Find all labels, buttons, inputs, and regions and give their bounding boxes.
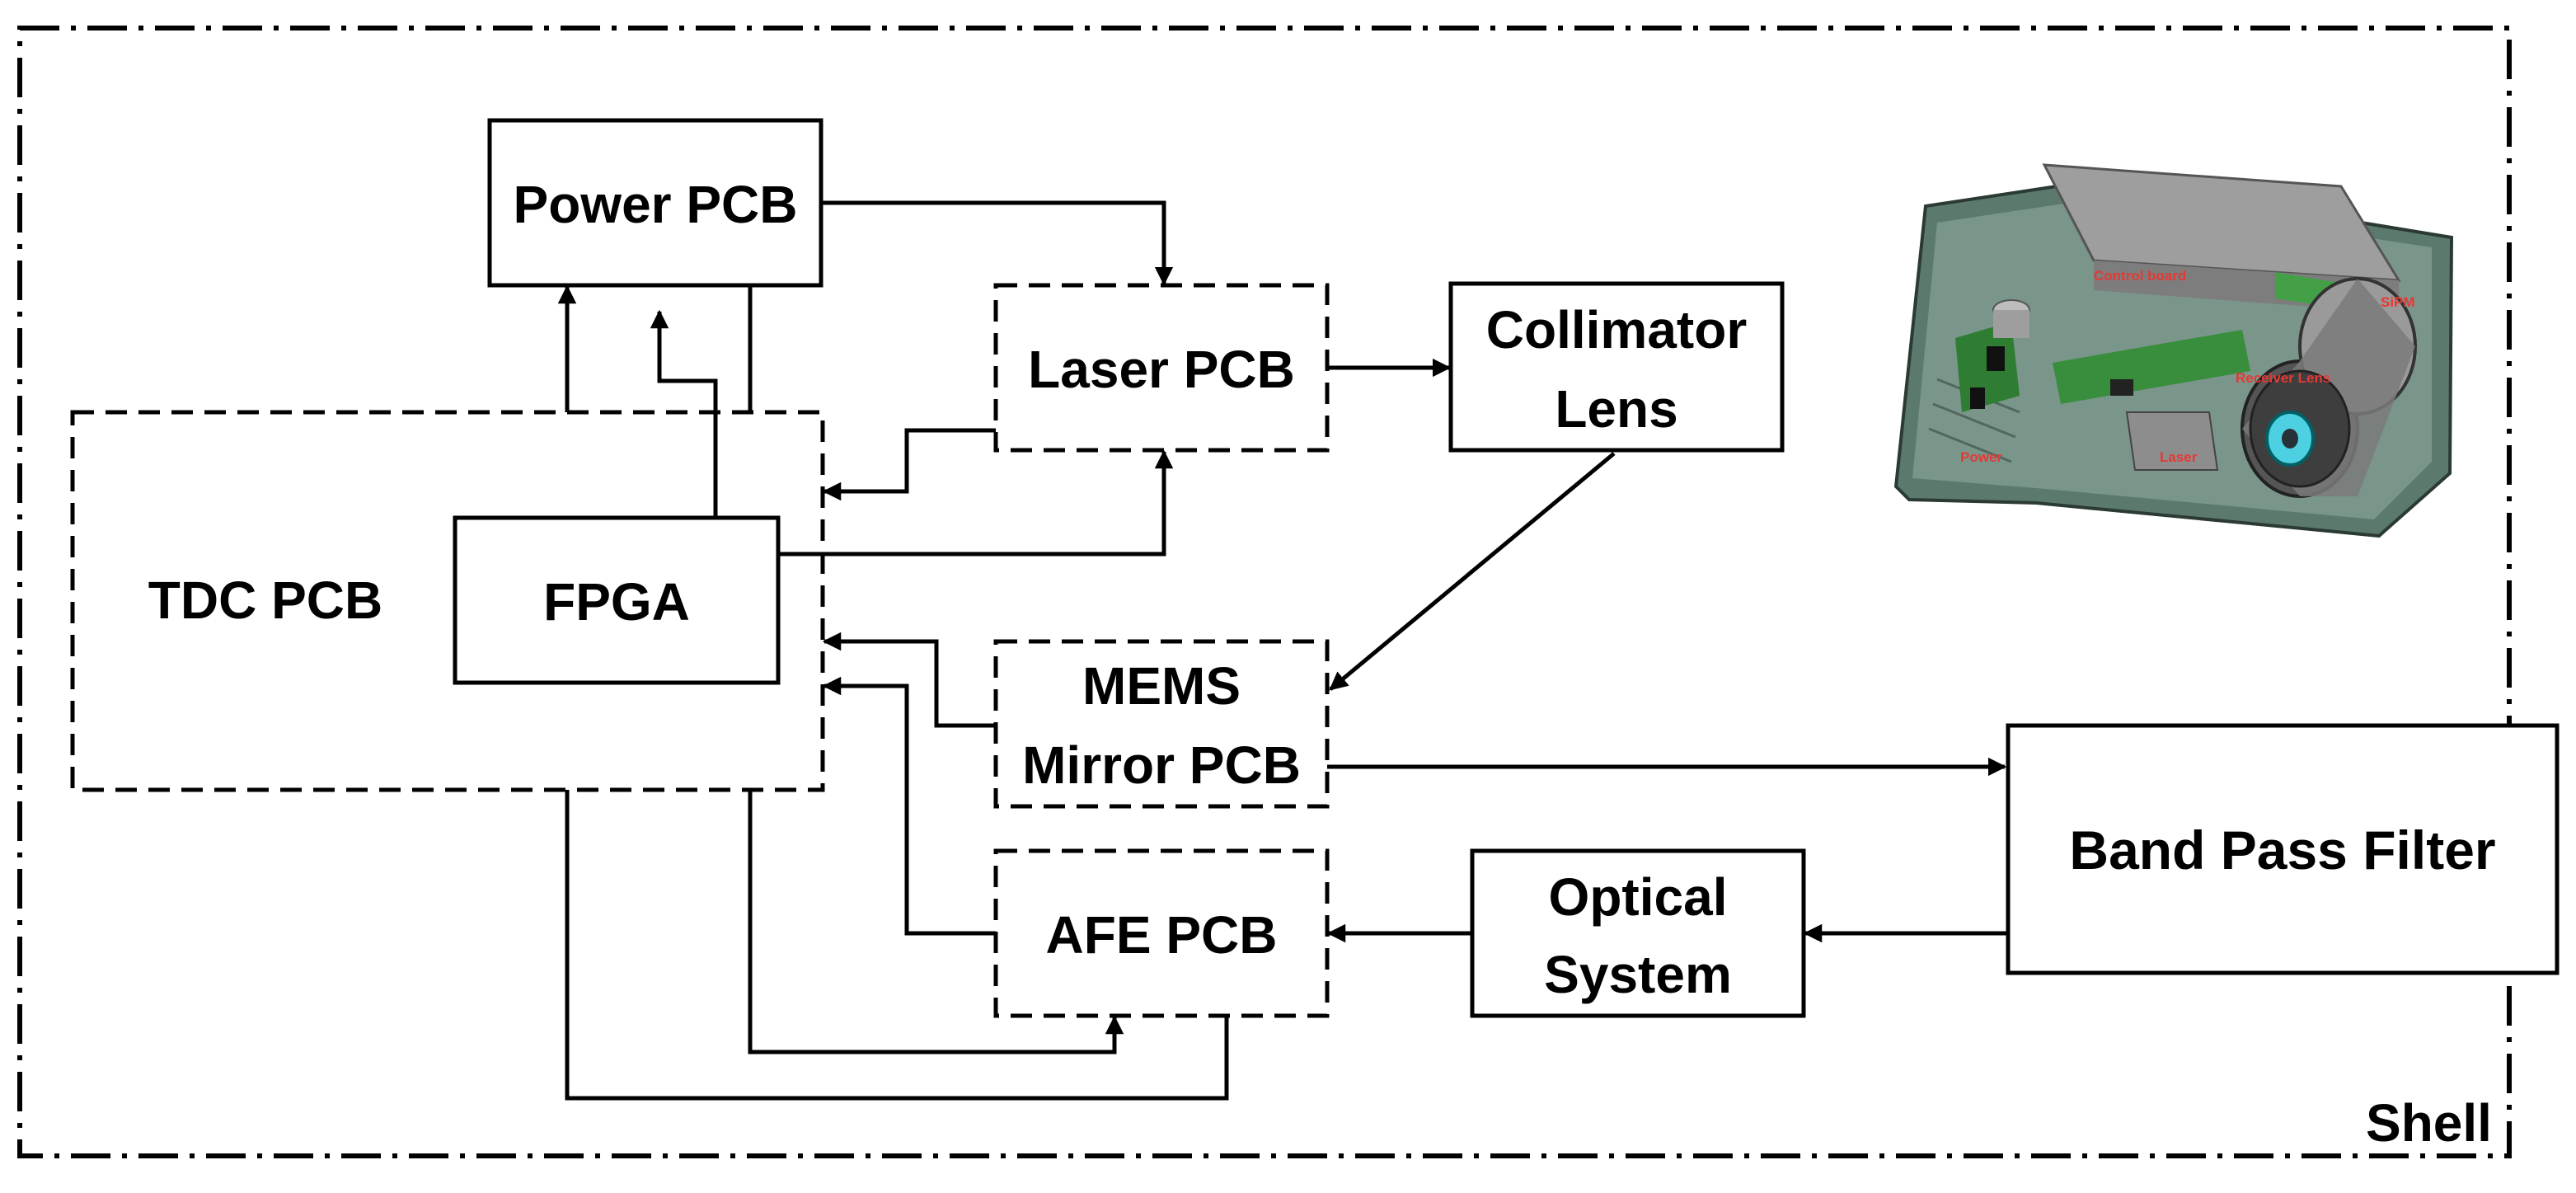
- shell-label: Shell: [2366, 1093, 2492, 1153]
- wire-afe-to-tdc: [822, 676, 996, 936]
- afe-pcb-block: AFE PCB: [993, 848, 1330, 1018]
- render-label-spm: SiPM: [2381, 294, 2415, 310]
- render-label-control-board: Control board: [2094, 268, 2186, 284]
- wire-tdc-to-afe: [748, 790, 1124, 1054]
- wire-collimator-to-mems: [1329, 452, 1616, 691]
- mems-mirror-pcb-block: MEMS Mirror PCB: [993, 639, 1330, 809]
- device-3d-render: Control board SiPM Receiver Lens Power L…: [1893, 163, 2454, 538]
- power-pcb-label: Power PCB: [514, 175, 798, 234]
- mems-label-line2: Mirror PCB: [1022, 735, 1301, 795]
- band-pass-filter-label: Band Pass Filter: [2069, 820, 2495, 881]
- wire-fpga-to-laser: [778, 449, 1174, 557]
- laser-pcb-label: Laser PCB: [1028, 340, 1295, 399]
- wire-mems-to-tdc: [822, 632, 996, 728]
- afe-pcb-label: AFE PCB: [1046, 905, 1278, 965]
- wire-power-to-laser: [821, 200, 1174, 286]
- wire-fpga-to-power: [650, 309, 718, 518]
- render-label-laser: Laser: [2160, 449, 2198, 465]
- optical-label-line2: System: [1544, 945, 1732, 1004]
- optical-system-block: Optical System: [1470, 848, 1806, 1018]
- collimator-label-line2: Lens: [1555, 379, 1677, 439]
- connections: [557, 200, 2008, 1101]
- wire-laser-to-tdc: [822, 428, 996, 501]
- fpga-label: FPGA: [543, 572, 690, 632]
- power-pcb-block: Power PCB: [487, 118, 823, 288]
- collimator-lens-block: Collimator Lens: [1448, 281, 1785, 453]
- tdc-pcb-label: TDC PCB: [148, 571, 382, 630]
- wire-afe-return-loop: [565, 790, 1229, 1101]
- mems-label-line1: MEMS: [1082, 656, 1241, 716]
- laser-pcb-block: Laser PCB: [993, 283, 1330, 453]
- render-label-power: Power: [1960, 449, 2002, 465]
- fpga-block: FPGA: [453, 515, 781, 685]
- collimator-label-line1: Collimator: [1486, 300, 1747, 359]
- optical-label-line1: Optical: [1549, 867, 1728, 927]
- tdc-pcb-block: TDC PCB: [70, 410, 825, 792]
- render-label-receiver-lens: Receiver Lens: [2236, 370, 2330, 386]
- band-pass-filter-block: Band Pass Filter: [2006, 723, 2560, 975]
- shell-boundary: [17, 26, 2512, 1158]
